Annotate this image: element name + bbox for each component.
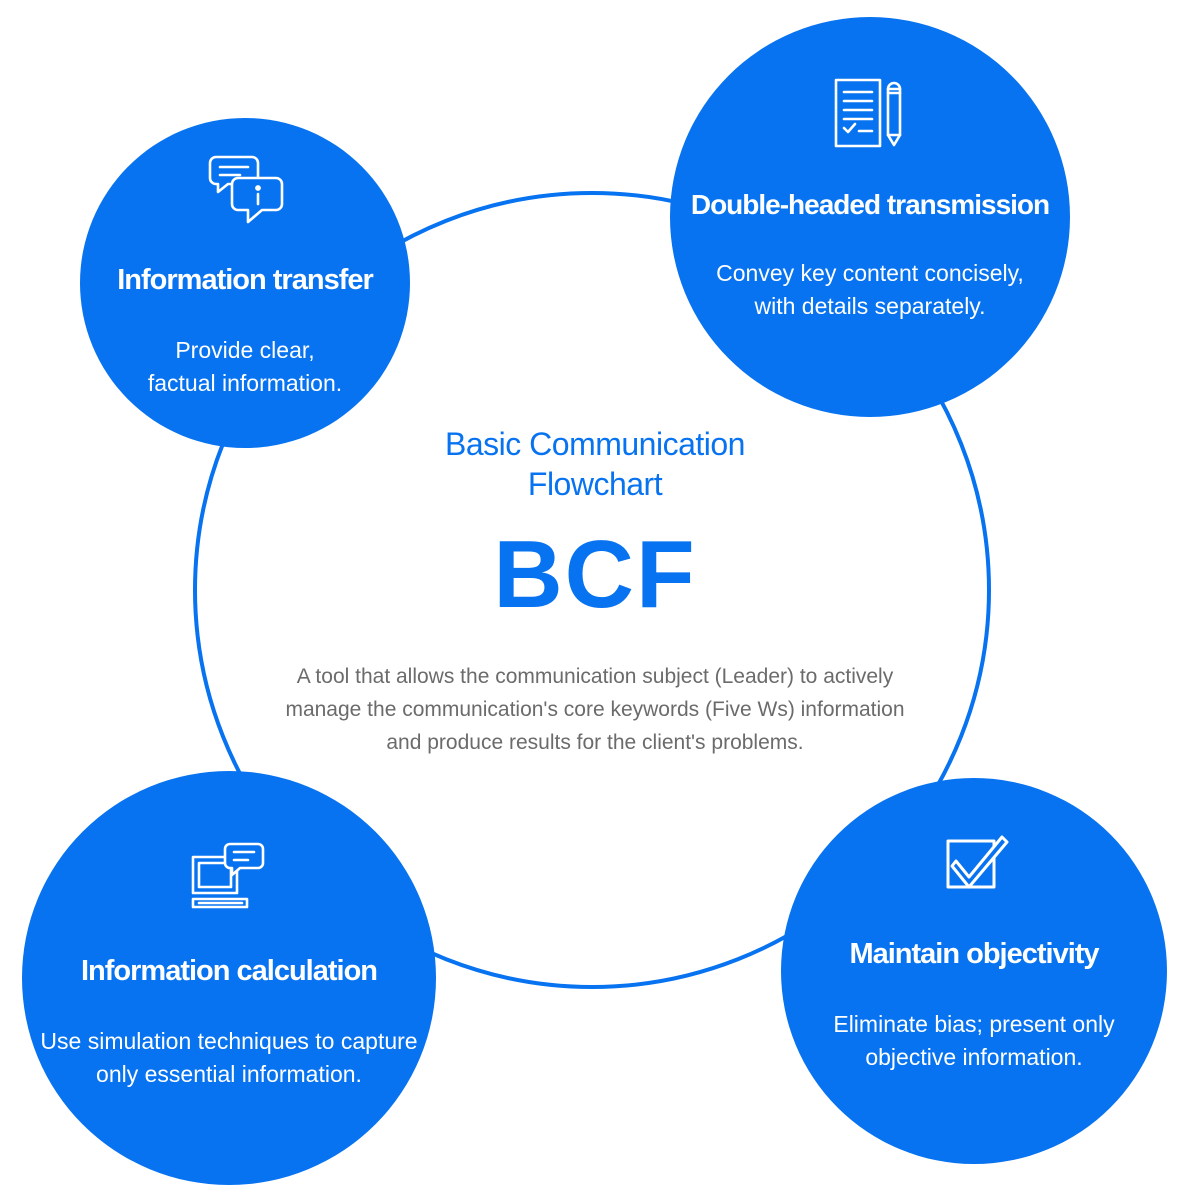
bubble-heading: Maintain objectivity	[849, 938, 1099, 970]
bubble-information-calculation: Information calculation Use simulation t…	[22, 771, 436, 1185]
bubble-maintain-objectivity: Maintain objectivity Eliminate bias; pre…	[781, 778, 1167, 1164]
computer-chat-icon	[191, 842, 265, 909]
diagram-title: BCF	[493, 521, 697, 628]
checkbox-icon	[946, 835, 1009, 889]
bubble-description: Eliminate bias; present only objective i…	[833, 1011, 1115, 1070]
bubble-heading: Information calculation	[80, 955, 378, 987]
chat-info-icon	[208, 155, 284, 224]
bubble-double-headed-transmission: Double-headed transmission Convey key co…	[670, 17, 1070, 417]
diagram-description: A tool that allows the communication sub…	[285, 665, 905, 754]
bubble-description: Convey key content concisely, with detai…	[716, 260, 1024, 319]
bubble-description: Use simulation techniques to capture onl…	[40, 1028, 418, 1087]
bubble-heading: Information transfer	[117, 264, 374, 296]
diagram-subtitle: Basic Communication Flowchart	[445, 426, 745, 502]
bubble-description: Provide clear, factual information.	[147, 337, 343, 396]
connecting-ring	[193, 191, 991, 989]
document-pencil-icon	[834, 78, 902, 148]
bubble-heading: Double-headed transmission	[690, 189, 1050, 220]
bubble-information-transfer: Information transfer Provide clear, fact…	[80, 118, 410, 448]
